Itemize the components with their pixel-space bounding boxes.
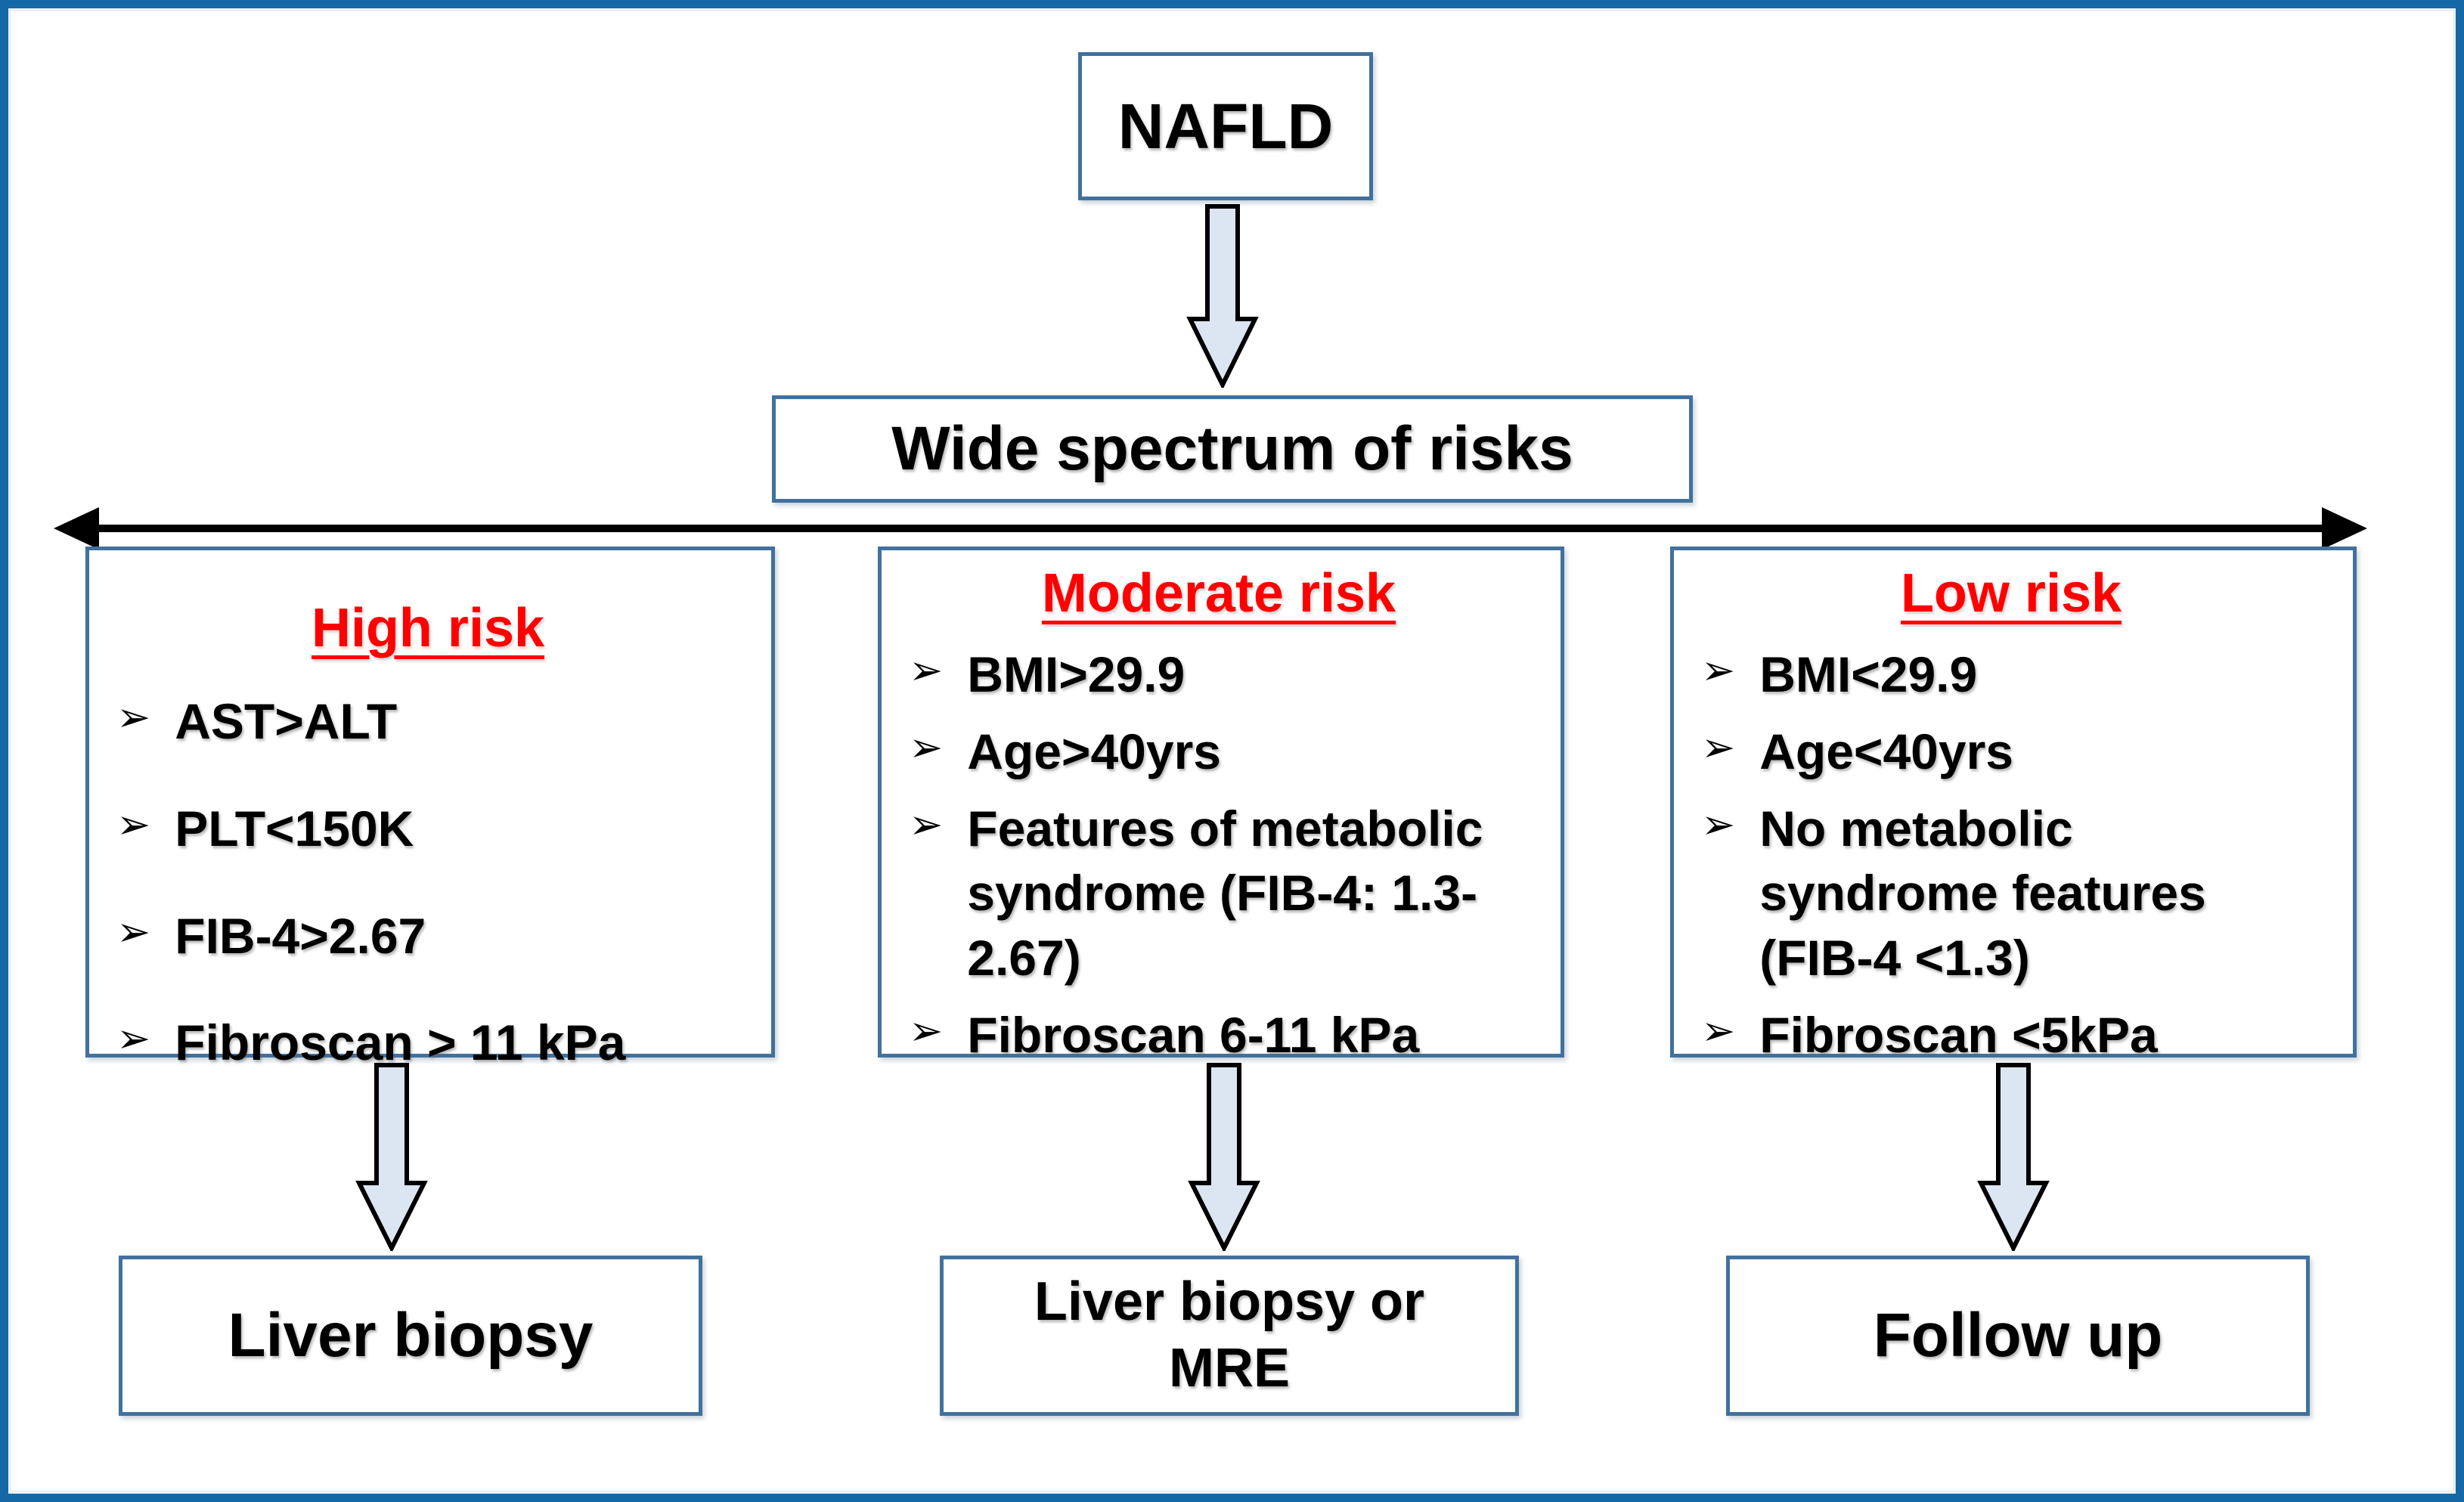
risk-criterion-text: PLT<150K [175,800,414,856]
risk-criterion-text: BMI>29.9 [967,646,1186,702]
risk-criterion-item: ➢ Features of metabolic syndrome (FIB-4:… [898,797,1539,991]
low-risk-box: Low risk ➢ BMI<29.9 ➢ Age<40yrs ➢ No met… [1670,547,2357,1063]
arrowhead-bullet-icon: ➢ [1701,646,1736,694]
arrowhead-bullet-icon: ➢ [1701,723,1736,771]
arrowhead-bullet-icon: ➢ [909,800,944,848]
outcome-label: Liver biopsy or MRE [1034,1271,1425,1398]
risk-criterion-text: Age>40yrs [967,723,1221,779]
outcome-box-liver-biopsy: Liver biopsy [119,1256,702,1416]
risk-criterion-item: ➢ BMI>29.9 [898,643,1539,708]
risk-criterion-text: AST>ALT [175,693,398,749]
arrowhead-bullet-icon: ➢ [909,723,944,771]
risk-spectrum-double-arrow-icon [54,507,2367,550]
outcome-box-liver-biopsy-or-mre: Liver biopsy or MRE [940,1256,1519,1416]
risk-criterion-text: Fibroscan > 11 kPa [175,1014,626,1071]
down-arrow-low-icon [1977,1063,2050,1251]
risk-criterion-text: FIB-4>2.67 [175,907,426,964]
arrowhead-bullet-icon: ➢ [1701,800,1736,848]
risk-criterion-item: ➢ PLT<150K [106,797,750,862]
arrowhead-bullet-icon: ➢ [116,907,151,955]
risk-criterion-item: ➢ No metabolic syndrome features (FIB-4 … [1691,797,2332,991]
risk-criterion-text: BMI<29.9 [1759,646,1978,702]
spectrum-label: Wide spectrum of risks [891,414,1573,483]
risk-criterion-item: ➢ Age>40yrs [898,720,1539,785]
low-risk-title: Low risk [1900,563,2122,624]
moderate-risk-box: Moderate risk ➢ BMI>29.9 ➢ Age>40yrs ➢ F… [878,547,1564,1063]
nafld-box: NAFLD [1078,52,1373,200]
arrowhead-bullet-icon: ➢ [909,1006,944,1054]
risk-criterion-text: Fibroscan <5kPa [1759,1006,2158,1063]
high-risk-box: High risk ➢ AST>ALT ➢ PLT<150K ➢ FIB-4>2… [85,547,775,1070]
risk-criterion-item: ➢ Age<40yrs [1691,720,2332,785]
arrowhead-bullet-icon: ➢ [116,1014,151,1063]
arrowhead-bullet-icon: ➢ [116,800,151,848]
down-arrow-high-icon [355,1063,428,1251]
arrowhead-bullet-icon: ➢ [909,646,944,694]
spectrum-box: Wide spectrum of risks [772,395,1693,503]
high-risk-title: High risk [311,598,545,658]
outcome-label: Follow up [1873,1300,2163,1370]
risk-criterion-item: ➢ FIB-4>2.67 [106,904,750,969]
arrowhead-bullet-icon: ➢ [1701,1006,1736,1054]
arrowhead-bullet-icon: ➢ [116,693,151,741]
outcome-label: Liver biopsy [228,1300,594,1370]
down-arrow-moderate-icon [1188,1063,1260,1251]
risk-criterion-text: Age<40yrs [1759,723,2013,779]
down-arrow-icon [1186,204,1259,388]
risk-criterion-text: No metabolic syndrome features (FIB-4 <1… [1759,800,2206,986]
moderate-risk-title: Moderate risk [1041,563,1396,624]
risk-criterion-item: ➢ BMI<29.9 [1691,643,2332,708]
risk-criterion-item: ➢ Fibroscan <5kPa [1691,1003,2332,1068]
risk-criterion-item: ➢ AST>ALT [106,689,750,754]
nafld-label: NAFLD [1117,90,1334,162]
risk-criterion-text: Features of metabolic syndrome (FIB-4: 1… [967,800,1483,986]
risk-criterion-item: ➢ Fibroscan 6-11 kPa [898,1003,1539,1068]
risk-criterion-text: Fibroscan 6-11 kPa [967,1006,1420,1063]
risk-criterion-item: ➢ Fibroscan > 11 kPa [106,1011,750,1076]
outcome-box-follow-up: Follow up [1726,1256,2310,1416]
